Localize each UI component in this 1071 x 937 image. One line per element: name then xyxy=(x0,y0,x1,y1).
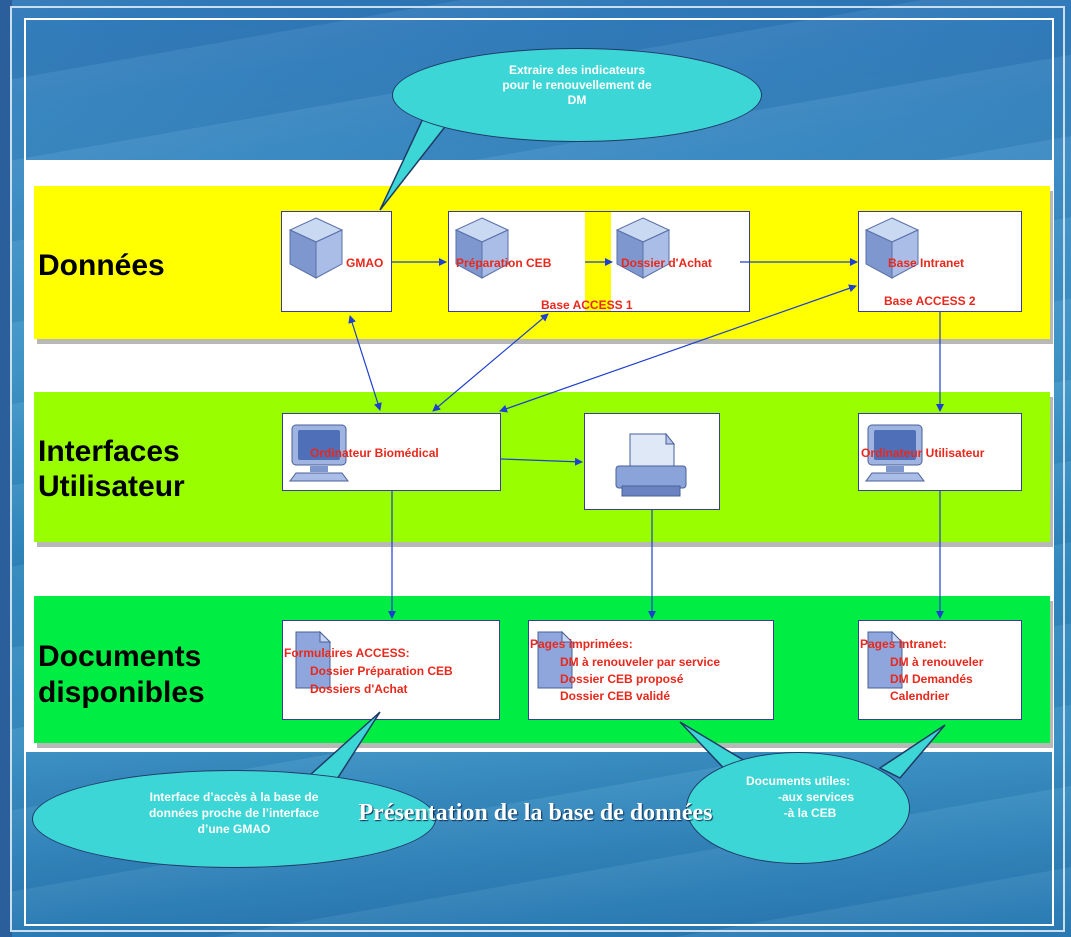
database-cube-icon xyxy=(454,217,510,279)
label-pages-intranet-title: Pages Intranet: xyxy=(860,637,947,651)
band-label-documents-line2: disponibles xyxy=(38,676,205,709)
database-cube-icon xyxy=(864,217,920,279)
computer-monitor-icon xyxy=(865,424,925,482)
label-pages-intranet-item: DM à renouveler xyxy=(890,655,984,669)
callout-bottom-left xyxy=(32,770,436,868)
arrow-gmao-biomedical xyxy=(348,315,382,411)
database-cube-icon xyxy=(615,217,671,279)
document-icon xyxy=(537,630,574,689)
label-formulaires-title: Formulaires ACCESS: xyxy=(284,646,410,660)
slide-title: Présentation de la base de données xyxy=(358,800,713,826)
label-preparation-ceb: Préparation CEB xyxy=(456,256,552,270)
label-pages-intranet-item: Calendrier xyxy=(890,689,950,703)
label-ordinateur-biomedical: Ordinateur Biomédical xyxy=(310,446,439,460)
callout-bottom-right xyxy=(686,752,910,864)
arrow-access1-biomedical xyxy=(432,313,549,412)
label-pages-imprimees-item: Dossier CEB validé xyxy=(560,689,671,703)
left-border-strip xyxy=(0,0,12,937)
callout-bottom-left-line: Interface d’accès à la base de xyxy=(149,790,319,804)
band-label-interfaces-line2: Utilisateur xyxy=(38,470,185,503)
callout-top xyxy=(392,48,762,142)
label-dossier-achat: Dossier d'Achat xyxy=(621,256,712,270)
callout-bottom-left-line: d’une GMAO xyxy=(197,822,271,836)
band-label-documents-line1: Documents xyxy=(38,640,202,673)
document-icon xyxy=(295,630,332,689)
callout-bottom-left-line: données proche de l’interface xyxy=(148,806,320,820)
computer-monitor-icon xyxy=(289,424,349,482)
callout-bottom-right-line: -aux services xyxy=(777,790,855,804)
callout-top-line: pour le renouvellement de xyxy=(502,78,652,92)
label-ordinateur-utilisateur: Ordinateur Utilisateur xyxy=(861,446,985,460)
label-base-access-2: Base ACCESS 2 xyxy=(884,294,976,308)
label-formulaires-item: Dossiers d'Achat xyxy=(310,682,408,696)
label-pages-imprimees-title: Pages imprimées: xyxy=(530,637,633,651)
outer-frame xyxy=(10,6,1065,932)
arrow-intranet-biomedical xyxy=(499,284,857,413)
callout-top-line: DM xyxy=(567,93,587,107)
callout-bottom-right-line: Documents utiles: xyxy=(745,774,850,788)
label-base-intranet: Base Intranet xyxy=(888,256,965,270)
callout-right-tail-2 xyxy=(878,724,946,779)
label-base-access-1: Base ACCESS 1 xyxy=(541,298,633,312)
callout-top-line: Extraire des indicateurs xyxy=(508,63,646,77)
label-gmao: GMAO xyxy=(346,256,384,270)
printer-icon xyxy=(615,432,687,497)
band-label-donnees: Données xyxy=(38,249,165,282)
label-formulaires-item: Dossier Préparation CEB xyxy=(310,664,453,678)
label-pages-imprimees-item: DM à renouveler par service xyxy=(560,655,721,669)
document-icon xyxy=(867,630,904,689)
database-cube-icon xyxy=(288,217,344,279)
arrow-biomedical-to-printer xyxy=(500,457,583,466)
label-pages-imprimees-item: Dossier CEB proposé xyxy=(560,672,684,686)
callout-bottom-right-line: -à la CEB xyxy=(783,806,837,820)
band-label-interfaces-line1: Interfaces xyxy=(38,435,180,468)
label-pages-intranet-item: DM Demandés xyxy=(890,672,973,686)
